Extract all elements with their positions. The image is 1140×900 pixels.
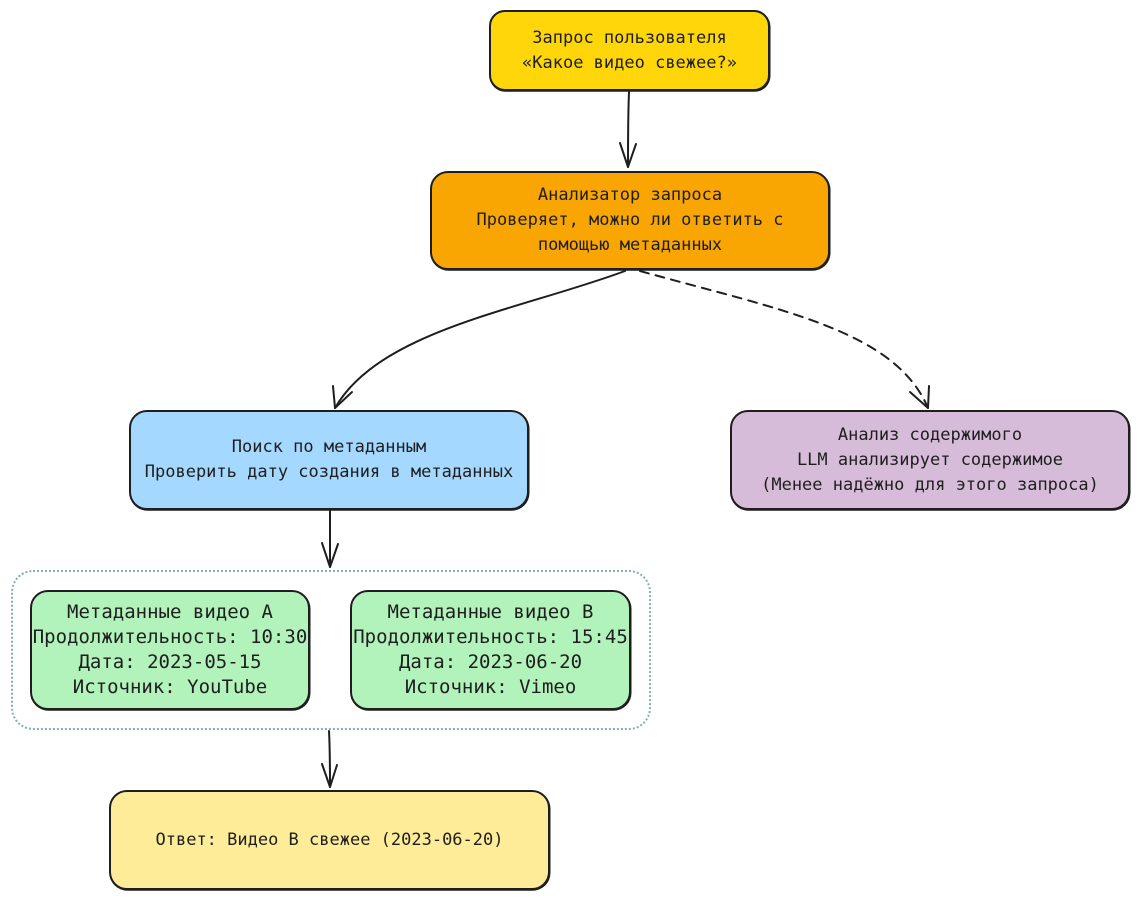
query-analyzer-title: Анализатор запроса: [537, 185, 723, 205]
content-analysis-title: Анализ содержимого: [837, 424, 1023, 445]
answer-text: Ответ: Видео B свежее (2023-06-20): [155, 829, 504, 850]
arrowhead-analyzer: [619, 142, 637, 168]
user-query-text: «Какое видео свежее?»: [522, 52, 737, 73]
query-analyzer-node[interactable]: Анализатор запроса Проверяет, можно ли о…: [430, 171, 830, 270]
content-analysis-node[interactable]: Анализ содержимого LLM анализирует содер…: [730, 410, 1130, 510]
content-analysis-line3: (Менее надёжно для этого запроса): [761, 474, 1099, 495]
video-a-duration: Продолжительность: 10:30: [32, 626, 308, 648]
video-b-date: Дата: 2023-06-20: [398, 651, 583, 673]
metadata-search-title: Поиск по метаданным: [231, 437, 427, 457]
arrowhead-content-analysis: [909, 385, 930, 409]
video-a-date: Дата: 2023-05-15: [78, 651, 262, 673]
video-b-title: Метаданные видео B: [387, 601, 594, 623]
user-query-node[interactable]: Запрос пользователя «Какое видео свежее?…: [489, 10, 770, 91]
video-a-title: Метаданные видео A: [67, 601, 273, 623]
video-b-source: Источник: Vimeo: [404, 676, 577, 698]
user-query-title: Запрос пользователя: [532, 27, 727, 48]
query-analyzer-line3: помощью метаданных: [537, 235, 723, 255]
metadata-search-node[interactable]: Поиск по метаданным Проверить дату созда…: [129, 410, 529, 510]
edge-query-to-analyzer: [627, 91, 630, 168]
arrowhead-answer: [321, 763, 338, 788]
video-metadata-group: [11, 570, 651, 730]
arrowhead-metadata-search: [332, 385, 353, 409]
edge-analyzer-to-metadata-search: [334, 270, 626, 409]
video-a-metadata-node[interactable]: Метаданные видео A Продолжительность: 10…: [30, 590, 310, 710]
video-b-duration: Продолжительность: 15:45: [353, 626, 628, 648]
content-analysis-line2: LLM анализирует содержимое: [796, 449, 1064, 470]
answer-node[interactable]: Ответ: Видео B свежее (2023-06-20): [109, 790, 550, 890]
video-b-metadata-node[interactable]: Метаданные видео B Продолжительность: 15…: [350, 590, 631, 710]
edge-video-group-to-answer: [328, 730, 331, 788]
arrowhead-video-group: [321, 542, 339, 568]
video-a-source: Источник: YouTube: [72, 676, 268, 698]
metadata-search-text: Проверить дату создания в метаданных: [144, 462, 514, 482]
query-analyzer-line2: Проверяет, можно ли ответить с: [476, 210, 784, 230]
edge-analyzer-to-content-analysis: [639, 270, 929, 409]
